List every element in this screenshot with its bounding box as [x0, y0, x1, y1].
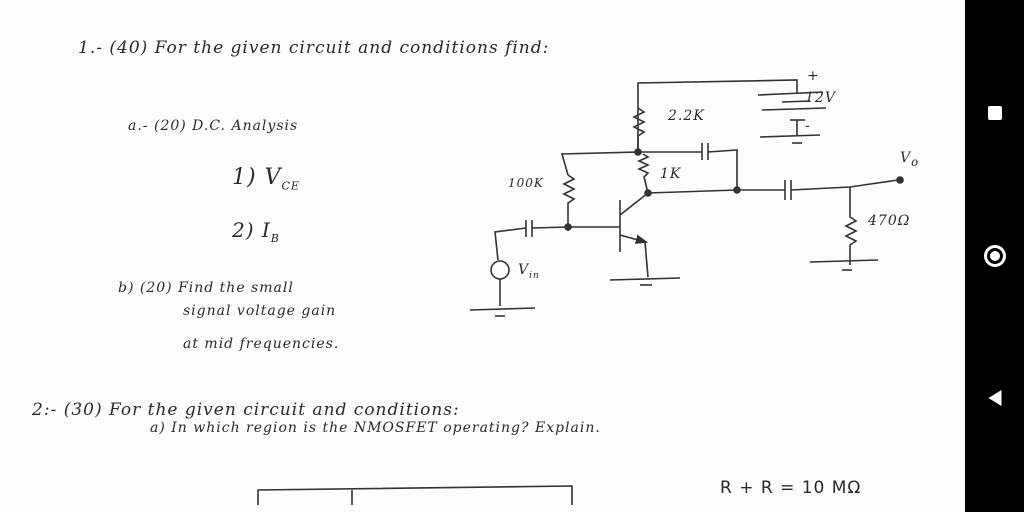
- output-v: V: [900, 150, 912, 166]
- problem1-heading: 1.- (40) For the given circuit and condi…: [78, 38, 550, 58]
- supply-label: 12V: [805, 90, 836, 106]
- r-load-label: 470Ω: [868, 213, 911, 229]
- problem2-heading: 2:- (30) For the given circuit and condi…: [32, 400, 460, 420]
- home-icon[interactable]: [983, 245, 1006, 267]
- recent-apps-icon[interactable]: [987, 106, 1002, 120]
- output-sub: o: [911, 154, 920, 169]
- item-vce-label: 1) V: [232, 165, 282, 190]
- r-feedback-label: 1K: [660, 166, 682, 182]
- item-ib-sub: B: [270, 232, 280, 245]
- item-ib-label: 2) I: [232, 218, 271, 242]
- circuit-diagram: [257, 79, 904, 505]
- problem2-condition: R + R = 10 MΩ: [720, 478, 862, 498]
- output-label: Vo: [900, 150, 919, 169]
- android-nav-bar: [965, 0, 1024, 512]
- input-sub: in: [529, 270, 540, 281]
- problem1-part-b-1: b) (20) Find the small: [118, 280, 294, 296]
- problem1-part-b-3: at mid frequencies.: [183, 336, 340, 352]
- input-label: Vin: [518, 262, 540, 281]
- item-vce: 1) VCE: [232, 165, 300, 192]
- back-icon[interactable]: [988, 390, 1001, 406]
- battery-plus: +: [807, 68, 820, 84]
- problem1-part-b-2: signal voltage gain: [183, 303, 337, 319]
- r-base-label: 100K: [508, 176, 544, 190]
- battery-minus: -: [805, 118, 811, 134]
- input-v: V: [518, 262, 530, 278]
- problem1-part-a: a.- (20) D.C. Analysis: [128, 118, 299, 134]
- item-vce-sub: CE: [281, 179, 300, 193]
- r-collector-label: 2.2K: [668, 108, 705, 124]
- item-ib: 2) IB: [232, 218, 280, 245]
- problem2-part-a: a) In which region is the NMOSFET operat…: [150, 420, 601, 436]
